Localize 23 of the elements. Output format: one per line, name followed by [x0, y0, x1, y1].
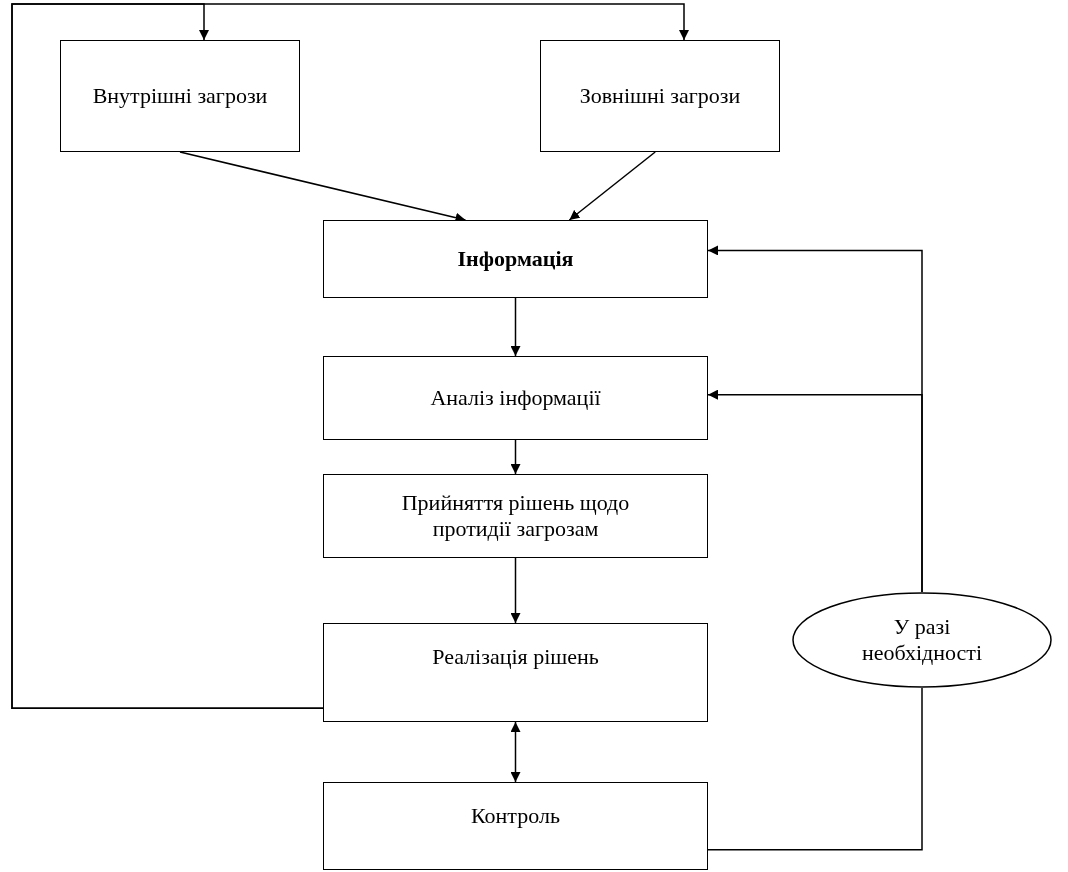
- node-label: Інформація: [457, 246, 574, 272]
- arrow: [510, 297, 521, 357]
- condition-ellipse: [792, 592, 1052, 688]
- node-label: Внутрішні загрози: [92, 83, 268, 109]
- process-box: [323, 474, 708, 558]
- process-box: [540, 40, 780, 152]
- node-label: Зовнішні загрози: [579, 83, 741, 109]
- arrow: [11, 3, 689, 709]
- arrow: [707, 389, 923, 593]
- node-label: У разі необхідності: [861, 614, 983, 666]
- node-label: Аналіз інформації: [430, 385, 601, 411]
- process-box: [60, 40, 300, 152]
- process-box: [323, 782, 708, 870]
- arrow: [568, 151, 656, 221]
- node-label: Реалізація рішень: [432, 644, 599, 670]
- arrow: [510, 721, 521, 783]
- arrow: [510, 557, 521, 624]
- process-box: [323, 356, 708, 440]
- arrow: [510, 439, 521, 475]
- process-box: [323, 623, 708, 722]
- node-label: Контроль: [471, 803, 560, 829]
- node-label: Прийняття рішень щодо протидії загрозам: [400, 490, 631, 542]
- process-box: [323, 220, 708, 298]
